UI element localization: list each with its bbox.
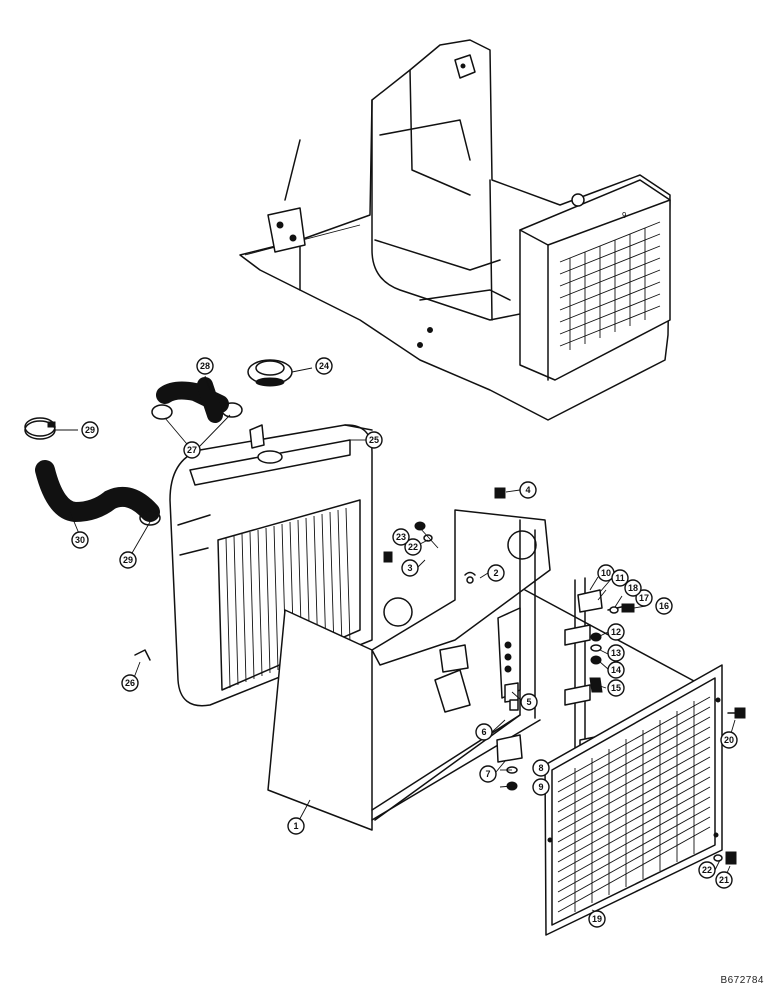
svg-text:17: 17 [639, 593, 649, 603]
radiator-fins [225, 507, 351, 689]
svg-text:3: 3 [407, 563, 412, 573]
svg-text:8: 8 [538, 763, 543, 773]
svg-text:27: 27 [187, 445, 197, 455]
callout-22-grille: 22 [698, 861, 716, 879]
callout-15: 15 [607, 679, 625, 697]
hose-clamps-upper [151, 402, 243, 420]
callout-16: 16 [655, 597, 673, 615]
grille-slots [557, 696, 711, 913]
callout-26: 26 [121, 674, 139, 692]
upper-radiator-hose [156, 377, 229, 423]
svg-text:22: 22 [702, 865, 712, 875]
svg-text:20: 20 [724, 735, 734, 745]
tractor-grille-mesh [559, 221, 661, 350]
svg-text:23: 23 [396, 532, 406, 542]
svg-text:5: 5 [526, 697, 531, 707]
drawing-number: B672784 [720, 975, 764, 986]
svg-text:29: 29 [85, 425, 95, 435]
radiator-cap [247, 359, 293, 387]
callout-29-clamp: 29 [81, 421, 99, 439]
radiator-mounting-frame [371, 509, 551, 821]
svg-text:13: 13 [611, 648, 621, 658]
svg-text:28: 28 [200, 361, 210, 371]
svg-text:30: 30 [75, 535, 85, 545]
svg-text:9: 9 [538, 782, 543, 792]
svg-text:19: 19 [592, 914, 602, 924]
svg-text:21: 21 [719, 875, 729, 885]
callout-11: 11 [611, 569, 629, 587]
svg-text:16: 16 [659, 601, 669, 611]
callout-4: 4 [519, 481, 537, 499]
callout-7: 7 [479, 765, 497, 783]
front-grille [544, 664, 723, 936]
lower-radiator-hose [35, 460, 161, 526]
callout-23: 23 [392, 528, 410, 546]
callout-1: 1 [287, 817, 305, 835]
radiator-shroud [267, 609, 373, 831]
hose-clamp-left [24, 417, 56, 440]
callout-27: 27 [183, 441, 201, 459]
svg-text:24: 24 [319, 361, 329, 371]
svg-text:18: 18 [628, 583, 638, 593]
small-hardware [134, 487, 519, 791]
svg-text:10: 10 [601, 568, 611, 578]
svg-text:25: 25 [369, 435, 379, 445]
callout-22-frame: 22 [404, 538, 422, 556]
callout-2: 2 [487, 564, 505, 582]
callout-3: 3 [401, 559, 419, 577]
svg-text:15: 15 [611, 683, 621, 693]
callout-28: 28 [196, 357, 214, 375]
callout-24: 24 [315, 357, 333, 375]
svg-text:11: 11 [615, 573, 625, 583]
callout-29-hose: 29 [119, 551, 137, 569]
callout-20: 20 [720, 731, 738, 749]
callout-14: 14 [607, 661, 625, 679]
svg-text:14: 14 [611, 665, 621, 675]
callout-6: 6 [475, 723, 493, 741]
svg-text:2: 2 [493, 568, 498, 578]
callout-13: 13 [607, 644, 625, 662]
callout-17: 17 [635, 589, 653, 607]
callout-9: 9 [532, 778, 550, 796]
svg-text:4: 4 [525, 485, 530, 495]
leader-lines [55, 367, 736, 913]
tractor-grille-marking: 9 [622, 211, 627, 220]
callout-18: 18 [624, 579, 642, 597]
svg-text:12: 12 [611, 627, 621, 637]
grille-bolts [713, 707, 746, 865]
callout-30: 30 [71, 531, 89, 549]
callout-19: 19 [588, 910, 606, 928]
callout-8: 8 [532, 759, 550, 777]
svg-text:6: 6 [481, 727, 486, 737]
callout-12: 12 [607, 623, 625, 641]
svg-text:29: 29 [123, 555, 133, 565]
callout-21: 21 [715, 871, 733, 889]
callout-labels: 1 2 3 4 5 6 7 8 9 10 11 12 13 14 15 16 1… [71, 357, 738, 928]
svg-text:26: 26 [125, 678, 135, 688]
tractor-frame-assembly: 9 [239, 39, 671, 421]
callout-5: 5 [520, 693, 538, 711]
svg-text:1: 1 [293, 821, 298, 831]
svg-text:7: 7 [485, 769, 490, 779]
callout-25: 25 [365, 431, 383, 449]
svg-text:22: 22 [408, 542, 418, 552]
